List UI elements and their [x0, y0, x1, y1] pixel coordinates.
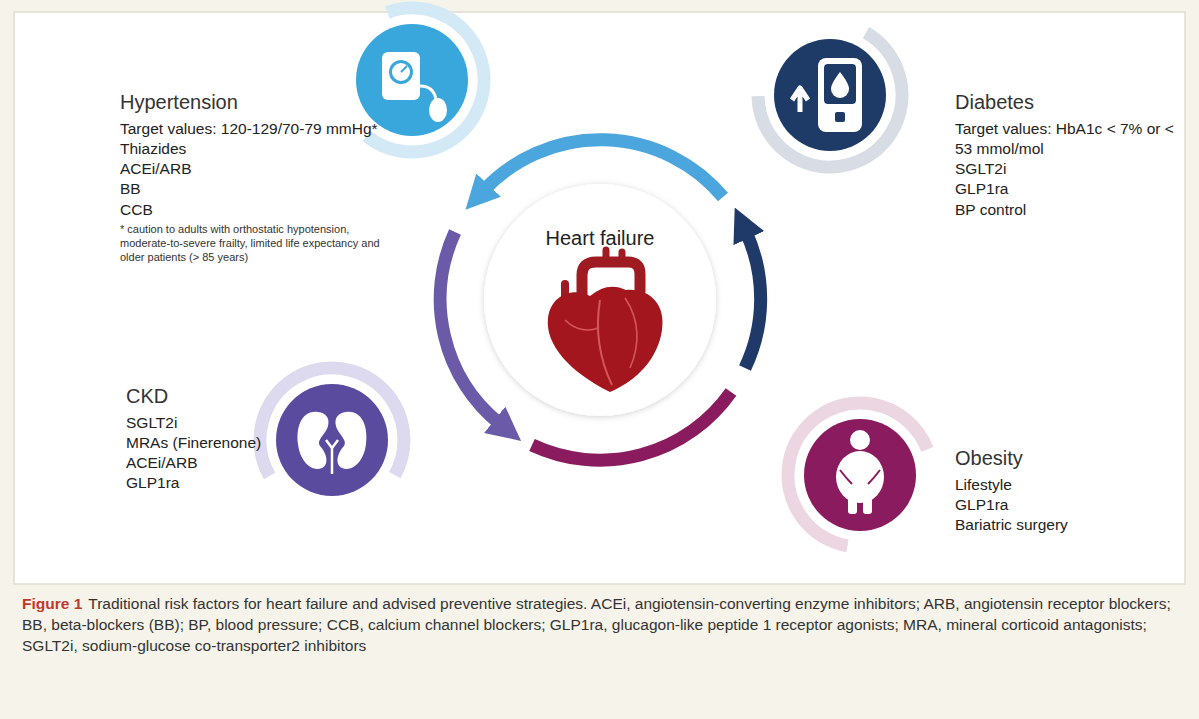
node-line: GLP1ra [955, 179, 1175, 199]
node-line: MRAs (Finerenone) [126, 433, 276, 453]
node-line: SGLT2i [126, 413, 276, 433]
node-line: ACEi/ARB [126, 453, 276, 473]
node-heading: Diabetes [955, 90, 1175, 115]
caption-text: Traditional risk factors for heart failu… [22, 595, 1171, 654]
node-line: CCB [120, 200, 380, 220]
center-node: Heart failure [485, 226, 715, 255]
risk-factor-block: DiabetesTarget values: HbA1c < 7% or < 5… [955, 90, 1175, 220]
node-line: BP control [955, 200, 1175, 220]
connector-layer [0, 0, 1199, 600]
footnote: * caution to adults with orthostatic hyp… [120, 222, 380, 265]
node-line: Lifestyle [955, 475, 1155, 495]
panel [14, 12, 1185, 584]
node-line: Target values: 120-129/70-79 mmHg* [120, 119, 380, 139]
node-layer: HypertensionTarget values: 120-129/70-79… [0, 0, 1199, 600]
node-line: Thiazides [120, 139, 380, 159]
node-line: ACEi/ARB [120, 159, 380, 179]
node-line: BB [120, 179, 380, 199]
glucose-meter-icon [732, 0, 929, 193]
heart-illustration [548, 250, 663, 392]
node-line: GLP1ra [955, 495, 1155, 515]
figure-caption: Figure 1Traditional risk factors for hea… [22, 594, 1172, 657]
kidney-icon [234, 342, 431, 539]
risk-factor-block: ObesityLifestyleGLP1raBariatric surgery [955, 446, 1155, 535]
node-line: Bariatric surgery [955, 515, 1155, 535]
node-line: Target values: HbA1c < 7% or < 53 mmol/m… [955, 119, 1175, 159]
node-line: SGLT2i [955, 159, 1175, 179]
blood-pressure-icon [320, 0, 505, 172]
node-heading: Heart failure [485, 226, 715, 251]
node-heading: Obesity [955, 446, 1155, 471]
node-line: GLP1ra [126, 473, 276, 493]
obesity-icon [777, 392, 944, 559]
risk-factor-block: CKD SGLT2iMRAs (Finerenone)ACEi/ARBGLP1ra [126, 384, 276, 494]
cycle-arrows [440, 140, 760, 460]
risk-factor-block: HypertensionTarget values: 120-129/70-79… [120, 90, 380, 265]
node-heading: Hypertension [120, 90, 380, 115]
node-heading: CKD [126, 384, 276, 409]
center-circle [484, 184, 716, 416]
figure-label: Figure 1 [22, 595, 82, 612]
